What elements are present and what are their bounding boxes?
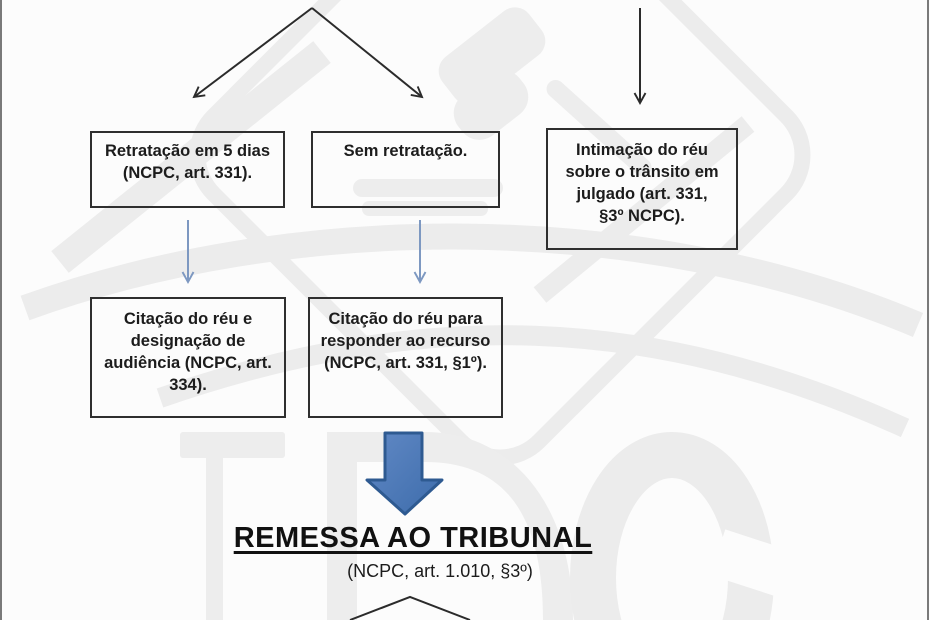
watermark-letter-c bbox=[570, 432, 798, 620]
remessa-title: REMESSA AO TRIBUNAL bbox=[113, 522, 713, 555]
remessa-title-text: REMESSA AO TRIBUNAL bbox=[233, 522, 593, 554]
connector-split-left bbox=[192, 7, 313, 99]
watermark-letter-t bbox=[180, 432, 285, 620]
book-swoosh-upper bbox=[20, 223, 924, 337]
frame-edge-right bbox=[927, 0, 929, 620]
box-intimacao-reu: Intimação do réu sobre o trânsito em jul… bbox=[546, 128, 738, 250]
box-citacao-audiencia: Citação do réu e designação de audiência… bbox=[90, 297, 286, 418]
watermark-logo bbox=[20, 0, 924, 620]
decision-diamond-top bbox=[349, 595, 471, 620]
connector-split-right bbox=[311, 7, 424, 99]
watermark-letters-tdc bbox=[180, 432, 798, 620]
swoosh-diagonal-left bbox=[51, 41, 331, 273]
soundblock-bars bbox=[353, 179, 503, 216]
box-retratacao-5-dias: Retratação em 5 dias (NCPC, art. 331). bbox=[90, 131, 285, 208]
watermark-diamond-outline bbox=[189, 0, 811, 466]
box-sem-retratacao: Sem retratação. bbox=[311, 131, 500, 208]
big-down-arrow-icon bbox=[365, 431, 444, 516]
box-citacao-recurso: Citação do réu para responder ao recurso… bbox=[308, 297, 503, 418]
book-swoosh-lower bbox=[156, 325, 910, 438]
remessa-subtitle: (NCPC, art. 1.010, §3º) bbox=[347, 561, 533, 581]
swoosh-diagonal-right bbox=[533, 116, 755, 303]
watermark-letter-d bbox=[327, 432, 573, 620]
frame-edge-left bbox=[0, 0, 2, 620]
